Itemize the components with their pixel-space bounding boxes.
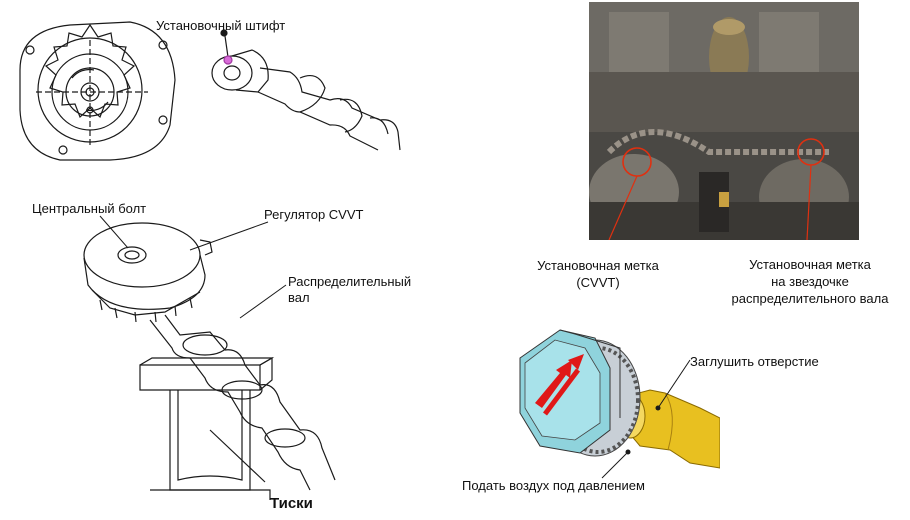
camshaft-label-line1: Распределительный xyxy=(288,274,412,289)
plug-hole-label: Заглушить отверстие xyxy=(690,354,819,369)
cvvt-assembly xyxy=(519,329,641,457)
sprocket-pin-drawing xyxy=(19,21,401,161)
mark-cvvt-label-line2: (CVVT) xyxy=(576,275,620,290)
cvvt-regulator-label: Регулятор CVVT xyxy=(264,207,364,222)
vise-label: Тиски xyxy=(270,495,313,512)
cvvt-air-drawing xyxy=(519,329,720,469)
mark-sprocket-label-line3: распределительного вала xyxy=(731,291,889,306)
mark-sprocket-label-line1: Установочная метка xyxy=(749,257,871,272)
engine-photo xyxy=(589,2,859,240)
cvvt-regulator-body xyxy=(83,222,213,323)
camshaft-label-line2: вал xyxy=(288,290,310,305)
center-bolt-label: Центральный болт xyxy=(32,201,147,216)
vise-body xyxy=(139,356,275,500)
sprocket-front-view xyxy=(19,21,176,161)
camshaft-shaft xyxy=(149,314,336,491)
mark-sprocket-label-line2: на звездочке xyxy=(771,274,849,289)
air-supply-label: Подать воздух под давлением xyxy=(462,478,645,493)
mark-cvvt-label-line1: Установочная метка xyxy=(537,258,659,273)
pin-label: Установочный штифт xyxy=(156,18,286,33)
camshaft-with-pin xyxy=(211,29,401,151)
cvvt-vise-drawing xyxy=(83,222,336,500)
